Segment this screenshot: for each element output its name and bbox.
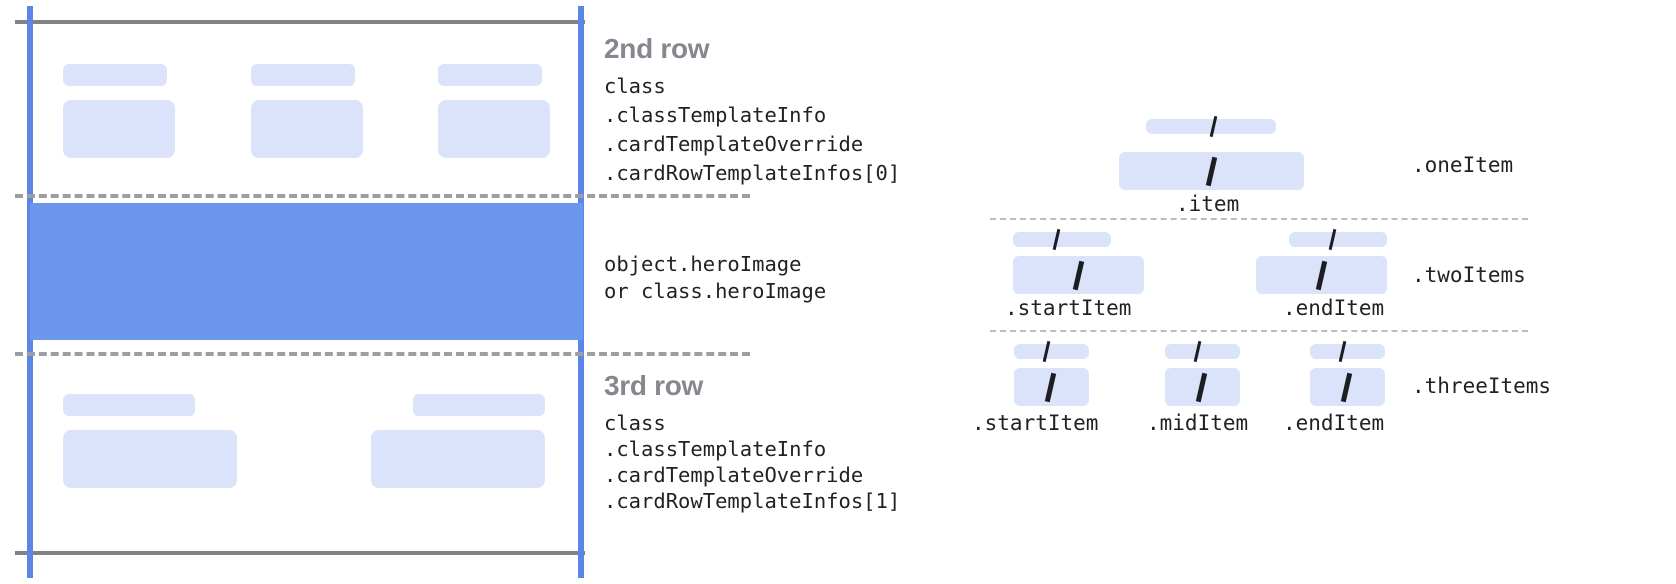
row3-item2-body-placeholder bbox=[371, 430, 545, 488]
right-panel-divider-2 bbox=[990, 330, 1528, 332]
row3-item2-title-placeholder bbox=[413, 394, 545, 416]
hero-image-band bbox=[30, 203, 583, 340]
row1-item3-title-placeholder bbox=[438, 64, 542, 86]
twoitems-enditem-label: .endItem bbox=[1283, 296, 1385, 320]
row1-title: 2nd row bbox=[604, 33, 710, 64]
row1-code-line-1: class bbox=[604, 74, 666, 98]
row1-item1-title-placeholder bbox=[63, 64, 167, 86]
twoitems-group-label: .twoItems bbox=[1412, 263, 1526, 287]
row1-item1-body-placeholder bbox=[63, 100, 175, 158]
threeitems-enditem-title-placeholder bbox=[1310, 344, 1385, 359]
row3-code-line-2: .classTemplateInfo bbox=[604, 437, 827, 461]
hero-code-line-2: or class.heroImage bbox=[604, 279, 827, 303]
row1-code-line-4: .cardRowTemplateInfos[0] bbox=[604, 161, 901, 185]
threeitems-startitem-label: .startItem bbox=[972, 411, 1099, 435]
threeitems-miditem-label: .midItem bbox=[1147, 411, 1249, 435]
twoitems-startitem-label: .startItem bbox=[1005, 296, 1132, 320]
right-panel-divider-1 bbox=[990, 218, 1528, 220]
row3-code-line-3: .cardTemplateOverride bbox=[604, 463, 864, 487]
threeitems-startitem-title-placeholder bbox=[1014, 344, 1089, 359]
threeitems-group-label: .threeItems bbox=[1412, 374, 1552, 398]
twoitems-startitem-title-placeholder bbox=[1013, 232, 1111, 247]
left-panel-divider-2 bbox=[15, 352, 750, 356]
oneitem-item-label: .item bbox=[1176, 192, 1240, 216]
row1-code-line-3: .cardTemplateOverride bbox=[604, 132, 864, 156]
row3-code-line-1: class bbox=[604, 411, 666, 435]
row3-code-line-4: .cardRowTemplateInfos[1] bbox=[604, 489, 901, 513]
left-panel-top-rule bbox=[15, 20, 585, 24]
left-panel-bottom-rule bbox=[15, 551, 585, 555]
twoitems-enditem-title-placeholder bbox=[1289, 232, 1387, 247]
oneitem-group-label: .oneItem bbox=[1412, 153, 1514, 177]
threeitems-enditem-label: .endItem bbox=[1283, 411, 1385, 435]
row1-item3-body-placeholder bbox=[438, 100, 550, 158]
hero-code-line-1: object.heroImage bbox=[604, 252, 802, 276]
row1-item2-body-placeholder bbox=[251, 100, 363, 158]
threeitems-miditem-title-placeholder bbox=[1165, 344, 1240, 359]
row3-title: 3rd row bbox=[604, 370, 704, 401]
row3-item1-title-placeholder bbox=[63, 394, 195, 416]
left-panel-divider-1 bbox=[15, 194, 750, 198]
row1-item2-title-placeholder bbox=[251, 64, 355, 86]
row3-item1-body-placeholder bbox=[63, 430, 237, 488]
row1-code-line-2: .classTemplateInfo bbox=[604, 103, 827, 127]
